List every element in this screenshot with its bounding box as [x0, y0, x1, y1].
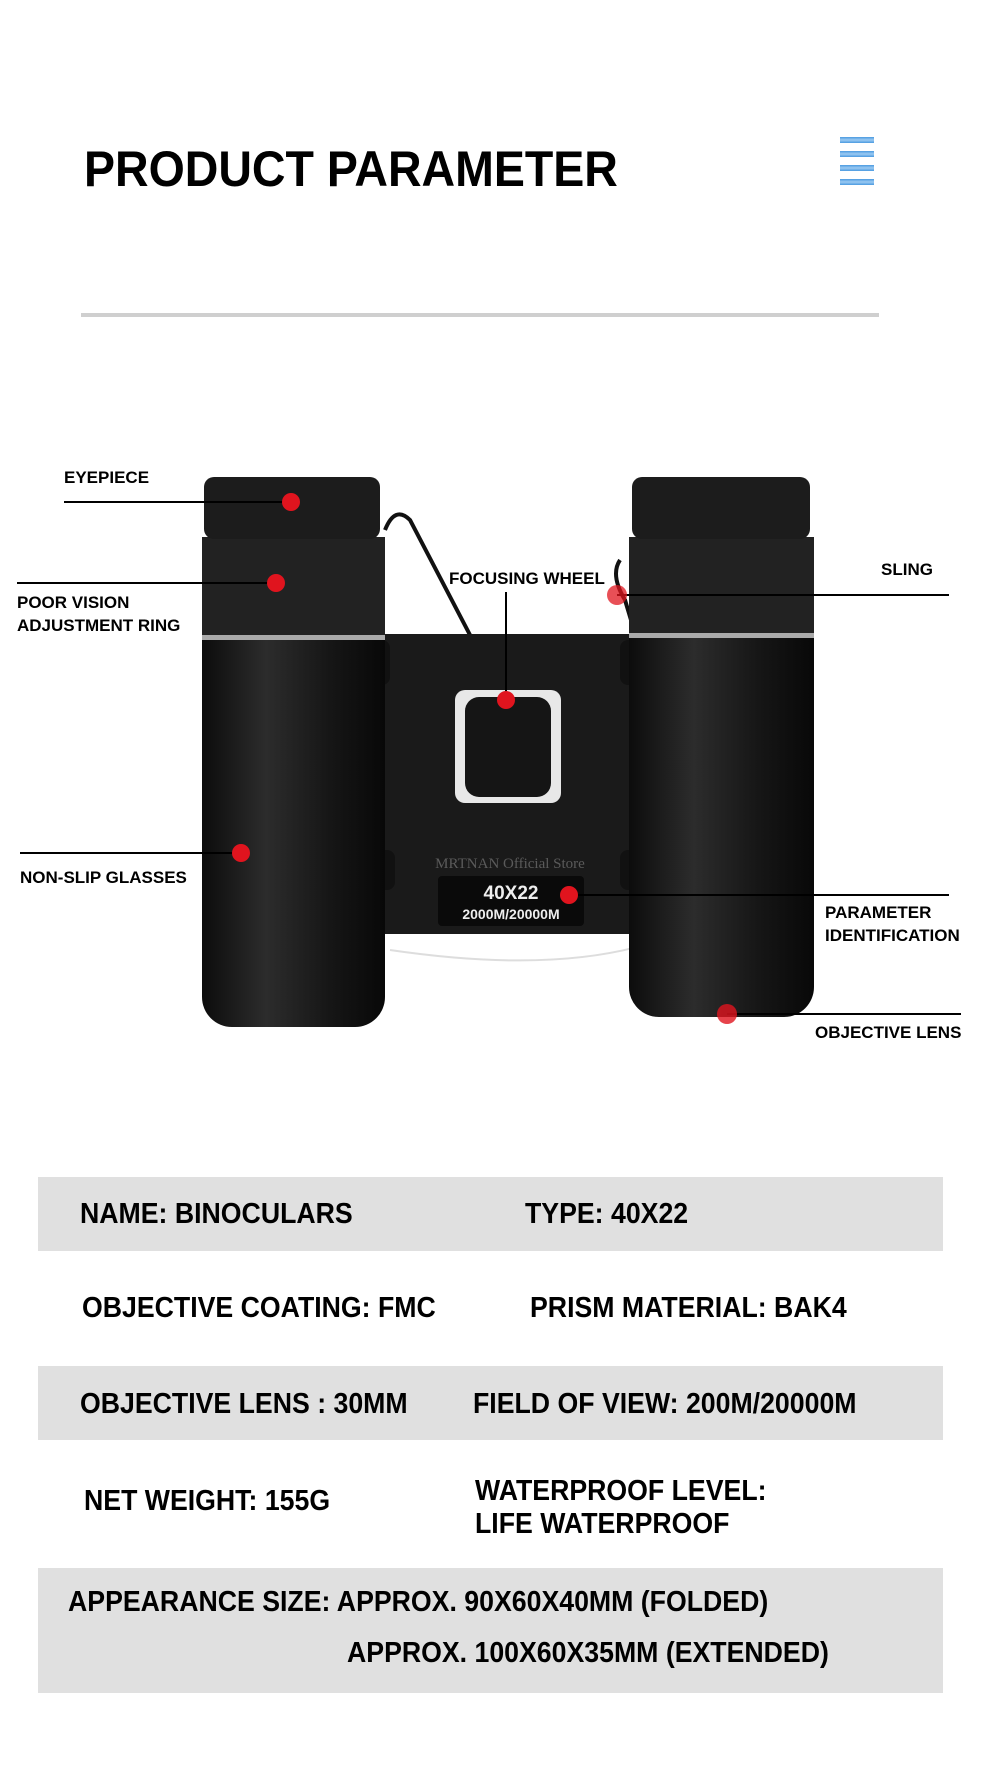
- spec-row-band: [38, 1568, 943, 1693]
- marker-parameter: [560, 886, 578, 904]
- spec-waterproof-label: WATERPROOF LEVEL:: [475, 1475, 767, 1507]
- spec-row-band: [38, 1366, 943, 1440]
- spec-field-of-view: FIELD OF VIEW: 200M/20000M: [473, 1388, 857, 1420]
- spec-prism: PRISM MATERIAL: BAK4: [530, 1292, 847, 1324]
- left-barrel: [202, 537, 385, 1027]
- spec-coating: OBJECTIVE COATING: FMC: [82, 1292, 436, 1324]
- callout-lines: [17, 501, 961, 1015]
- focus-wheel: [465, 697, 551, 797]
- left-adjustment-ring: [202, 537, 385, 637]
- label-sling: SLING: [881, 560, 933, 579]
- marker-non-slip: [232, 844, 250, 862]
- label-non-slip: NON-SLIP GLASSES: [20, 868, 187, 887]
- label-parameter: PARAMETER: [825, 903, 932, 922]
- right-barrel: [629, 537, 814, 1017]
- spec-type: TYPE: 40X22: [525, 1198, 689, 1230]
- right-eyepiece: [632, 477, 810, 539]
- marker-focusing-wheel: [497, 691, 515, 709]
- sling-cord: [389, 939, 661, 962]
- hamburger-menu-icon[interactable]: [840, 137, 874, 187]
- watermark: MRTNAN Official Store: [435, 856, 585, 872]
- sling-cord: [383, 512, 472, 636]
- spec-size-folded: APPEARANCE SIZE: APPROX. 90X60X40MM (FOL…: [68, 1586, 769, 1618]
- marker-objective-lens: [717, 1004, 737, 1024]
- spec-waterproof-value: LIFE WATERPROOF: [475, 1508, 730, 1540]
- label-eyepiece: EYEPIECE: [64, 468, 150, 487]
- divider: [81, 313, 879, 317]
- parameter-plate: [438, 876, 584, 926]
- spec-size-extended: APPROX. 100X60X35MM (EXTENDED): [347, 1637, 829, 1669]
- page-title: PRODUCT PARAMETER: [84, 141, 618, 197]
- binoculars-diagram: MRTNAN Official Store 40X22 2000M/20000M: [17, 477, 961, 1027]
- plate-line1: 40X22: [484, 883, 539, 904]
- spec-objective-lens: OBJECTIVE LENS : 30MM: [80, 1388, 408, 1420]
- spec-name: NAME: BINOCULARS: [80, 1198, 353, 1230]
- label-objective-lens: OBJECTIVE LENS: [815, 1023, 962, 1042]
- label-poor-vision: POOR VISION: [17, 593, 130, 612]
- spec-row-band: [38, 1177, 943, 1251]
- label-focusing-wheel: FOCUSING WHEEL: [449, 569, 605, 588]
- plate-line2: 2000M/20000M: [462, 906, 559, 922]
- label-identification: IDENTIFICATION: [825, 926, 960, 945]
- marker-adjustment-ring: [267, 574, 285, 592]
- marker-sling: [607, 585, 627, 605]
- marker-eyepiece: [282, 493, 300, 511]
- spec-weight: NET WEIGHT: 155G: [84, 1485, 331, 1517]
- label-adjustment-ring: ADJUSTMENT RING: [17, 616, 181, 635]
